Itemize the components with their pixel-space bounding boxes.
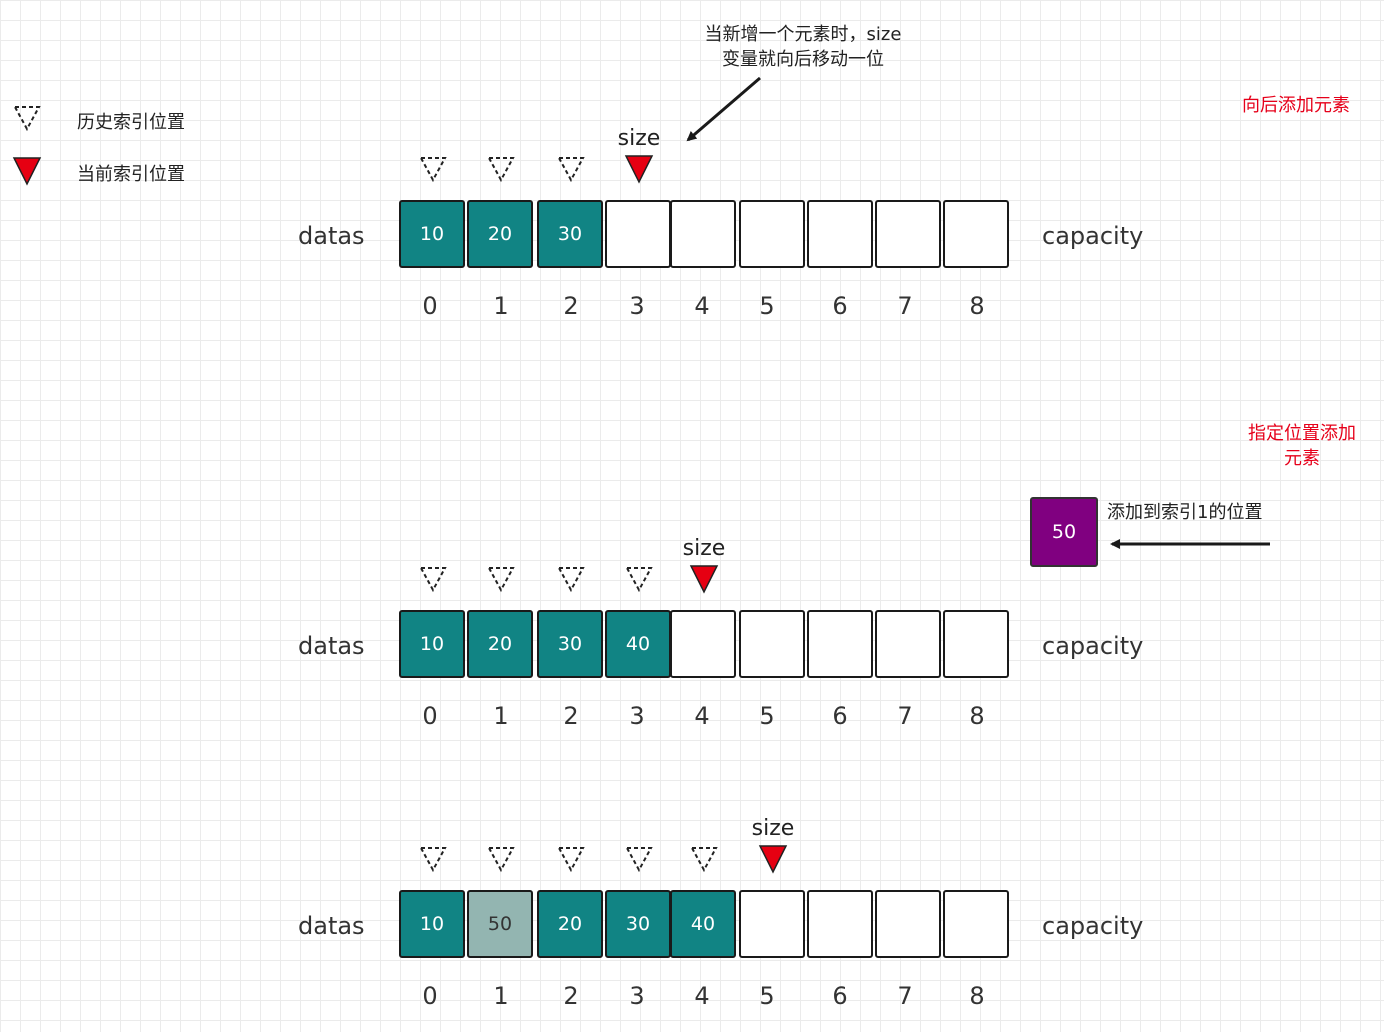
row3-index-6: 6 <box>832 982 848 1010</box>
row3-index-8: 8 <box>969 982 985 1010</box>
row3-capacity-label: capacity <box>1042 912 1144 940</box>
row2-history-marker-1 <box>487 567 515 593</box>
row1-index-3: 3 <box>629 292 645 320</box>
row2-history-marker-2 <box>557 567 585 593</box>
row2-history-marker-0 <box>419 567 447 593</box>
row1-history-marker-0 <box>419 157 447 183</box>
new-element-box: 50 <box>1030 497 1098 567</box>
row1-index-8: 8 <box>969 292 985 320</box>
row3-current-marker <box>758 845 788 874</box>
row3-history-marker-4 <box>690 847 718 873</box>
row3-history-marker-2 <box>557 847 585 873</box>
section-insert-title-line2: 元素 <box>1284 448 1320 469</box>
row2-index-6: 6 <box>832 702 848 730</box>
row3-index-7: 7 <box>897 982 913 1010</box>
row2-cell-7 <box>875 610 941 678</box>
row3-index-2: 2 <box>563 982 579 1010</box>
legend-history-label: 历史索引位置 <box>77 112 185 133</box>
row1-index-2: 2 <box>563 292 579 320</box>
row2-index-4: 4 <box>694 702 710 730</box>
row3-cell-3: 30 <box>605 890 671 958</box>
row3-index-3: 3 <box>629 982 645 1010</box>
row2-cell-1: 20 <box>467 610 533 678</box>
row2-cell-2: 30 <box>537 610 603 678</box>
row2-datas-label: datas <box>298 632 365 660</box>
row1-cell-5 <box>739 200 805 268</box>
row2-cell-0: 10 <box>399 610 465 678</box>
row1-index-5: 5 <box>759 292 775 320</box>
row3-history-marker-0 <box>419 847 447 873</box>
row2-history-marker-3 <box>625 567 653 593</box>
size-move-annotation-line2: 变量就向后移动一位 <box>722 49 884 70</box>
size-move-annotation: 当新增一个元素时，size 变量就向后移动一位 <box>683 22 923 72</box>
row2-cell-6 <box>807 610 873 678</box>
row2-cell-5 <box>739 610 805 678</box>
insert-note: 添加到索引1的位置 <box>1107 502 1263 523</box>
row3-cell-8 <box>943 890 1009 958</box>
row3-cell-6 <box>807 890 873 958</box>
row3-datas-label: datas <box>298 912 365 940</box>
row3-cell-0: 10 <box>399 890 465 958</box>
row1-cell-4 <box>670 200 736 268</box>
row3-cell-2: 20 <box>537 890 603 958</box>
section-insert-title: 指定位置添加 元素 <box>1236 421 1368 471</box>
row3-cell-1: 50 <box>467 890 533 958</box>
row1-index-4: 4 <box>694 292 710 320</box>
row2-current-marker <box>689 565 719 594</box>
row1-index-0: 0 <box>422 292 438 320</box>
row2-cell-8 <box>943 610 1009 678</box>
section-insert-title-line1: 指定位置添加 <box>1248 423 1356 444</box>
row1-datas-label: datas <box>298 222 365 250</box>
row2-index-1: 1 <box>493 702 509 730</box>
row3-size-label: size <box>751 816 795 841</box>
row1-cell-6 <box>807 200 873 268</box>
row3-index-4: 4 <box>694 982 710 1010</box>
row3-cell-4: 40 <box>670 890 736 958</box>
row1-cell-1: 20 <box>467 200 533 268</box>
row1-current-marker <box>624 155 654 184</box>
row2-cell-4 <box>670 610 736 678</box>
row1-history-marker-1 <box>487 157 515 183</box>
row2-index-0: 0 <box>422 702 438 730</box>
current-marker-icon <box>12 157 42 186</box>
row1-index-1: 1 <box>493 292 509 320</box>
row1-index-7: 7 <box>897 292 913 320</box>
row1-cell-2: 30 <box>537 200 603 268</box>
row1-cell-7 <box>875 200 941 268</box>
row3-history-marker-1 <box>487 847 515 873</box>
row2-index-2: 2 <box>563 702 579 730</box>
row3-index-1: 1 <box>493 982 509 1010</box>
row1-capacity-label: capacity <box>1042 222 1144 250</box>
row1-cell-3 <box>605 200 671 268</box>
size-move-annotation-line1: 当新增一个元素时，size <box>704 24 902 45</box>
row2-size-label: size <box>682 536 726 561</box>
row2-cell-3: 40 <box>605 610 671 678</box>
row3-index-0: 0 <box>422 982 438 1010</box>
row2-index-3: 3 <box>629 702 645 730</box>
history-marker-icon <box>13 106 41 132</box>
row3-cell-7 <box>875 890 941 958</box>
row2-index-8: 8 <box>969 702 985 730</box>
section-append-title: 向后添加元素 <box>1242 95 1350 116</box>
legend-current-label: 当前索引位置 <box>77 164 185 185</box>
row3-history-marker-3 <box>625 847 653 873</box>
row2-capacity-label: capacity <box>1042 632 1144 660</box>
row1-index-6: 6 <box>832 292 848 320</box>
row2-index-5: 5 <box>759 702 775 730</box>
row1-size-label: size <box>617 126 661 151</box>
row2-index-7: 7 <box>897 702 913 730</box>
row3-cell-5 <box>739 890 805 958</box>
row1-cell-0: 10 <box>399 200 465 268</box>
row1-history-marker-2 <box>557 157 585 183</box>
row1-cell-8 <box>943 200 1009 268</box>
row3-index-5: 5 <box>759 982 775 1010</box>
